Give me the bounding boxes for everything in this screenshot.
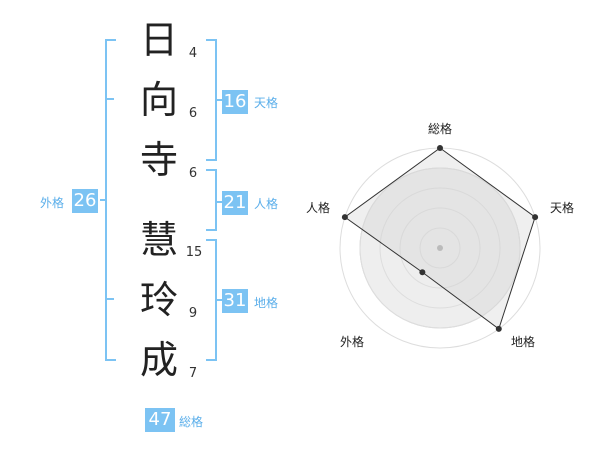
stroke-count-1: 4 [188,46,198,61]
radar-point-3 [495,325,502,332]
radar-ring-inner-1 [419,227,461,269]
soukaku-label: 総格 [179,415,204,429]
jinkaku-bracket [206,169,217,231]
name-char-5: 玲 [139,278,178,322]
stroke-count-5: 9 [188,306,198,321]
gaikaku-label: 外格 [40,196,65,210]
tenkaku-label: 天格 [254,96,279,110]
stroke-count-6: 7 [188,366,198,381]
gaikaku-value: 26 [72,189,98,213]
name-char-2: 向 [139,78,178,122]
radar-label-gaikaku: 外格 [339,335,364,349]
soukaku-value: 47 [145,408,175,432]
radar-label-chikaku: 地格 [510,335,535,349]
radar-ring-inner-2 [399,207,481,289]
radar-label-soukaku: 総格 [427,122,452,136]
radar-label-jinkaku: 人格 [305,201,330,215]
stroke-count-4: 15 [185,245,203,260]
radar-point-2 [532,214,539,221]
radar-ring-inner-4 [359,167,521,329]
radar-point-5 [341,214,348,221]
radar-center-dot [437,245,443,251]
chikaku-label: 地格 [254,296,279,310]
name-char-6: 成 [139,338,178,382]
tenkaku-value: 16 [222,90,248,114]
stroke-count-3: 6 [188,166,198,181]
stroke-count-2: 6 [188,106,198,121]
chikaku-value: 31 [222,289,248,313]
name-char-3: 寺 [139,138,178,182]
radar-polygon [344,147,536,330]
radar-label-tenkaku: 天格 [549,201,574,215]
name-char-1: 日 [139,18,178,62]
jinkaku-value: 21 [222,191,248,215]
name-char-4: 慧 [139,218,178,262]
radar-ring-inner-3 [379,187,501,309]
radar-point-1 [437,145,443,151]
jinkaku-label: 人格 [254,197,279,211]
radar-point-4 [419,269,426,276]
